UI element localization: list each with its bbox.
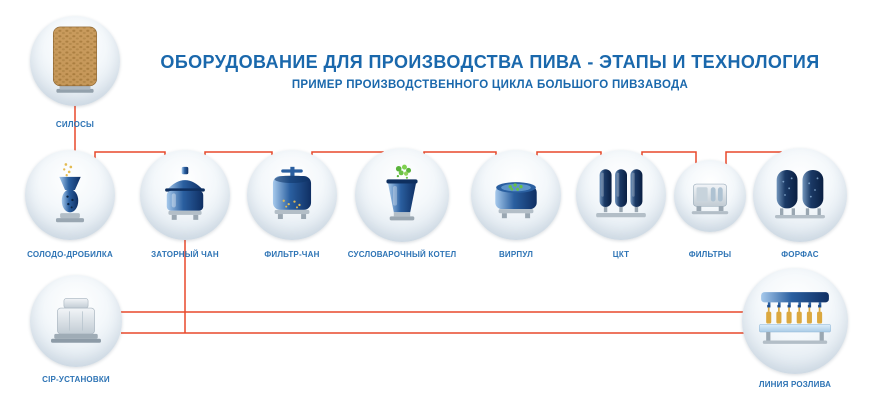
stage-label-cct: ЦКТ	[612, 250, 630, 259]
stage-label-silos: СИЛОСЫ	[55, 120, 95, 129]
stage-label-lauter-tun: ФИЛЬТР-ЧАН	[264, 250, 320, 259]
stage-circle-cip	[30, 275, 122, 367]
wort-kettle-icon	[386, 164, 418, 221]
bottling-line-icon	[759, 292, 831, 344]
filters-icon	[691, 183, 729, 215]
stage-label-wort-kettle: СУСЛОВАРОЧНЫЙ КОТЕЛ	[347, 250, 457, 259]
stage-circle-lauter-tun	[247, 150, 337, 240]
stage-circle-mash-tun	[140, 150, 230, 240]
mash-tun-icon	[165, 166, 205, 220]
malt-crusher-icon	[55, 163, 85, 223]
stage-circle-cct	[576, 150, 666, 240]
cct-tanks-icon	[596, 169, 646, 218]
cip-unit-icon	[51, 298, 101, 343]
stage-label-bottling-line: ЛИНИЯ РОЗЛИВА	[758, 380, 832, 389]
stage-label-forfas: ФОРФАС	[781, 250, 819, 259]
forfas-tanks-icon	[775, 170, 825, 219]
silo-icon	[52, 26, 98, 93]
stage-label-filters: ФИЛЬТРЫ	[688, 250, 732, 259]
stage-circle-filters	[674, 160, 746, 232]
stage-circle-whirlpool	[471, 150, 561, 240]
page-title: ОБОРУДОВАНИЕ ДЛЯ ПРОИЗВОДСТВА ПИВА - ЭТА…	[160, 52, 820, 72]
lauter-tun-icon	[272, 166, 312, 220]
stage-circle-malt-crusher	[25, 150, 115, 240]
stage-label-malt-crusher: СОЛОДО-ДРОБИЛКА	[27, 250, 113, 259]
stage-label-whirlpool: ВИРПУЛ	[498, 250, 534, 259]
stage-label-mash-tun: ЗАТОРНЫЙ ЧАН	[151, 250, 219, 259]
stage-circle-silos	[30, 16, 120, 106]
stage-circle-wort-kettle	[355, 148, 449, 242]
stage-circle-bottling-line	[742, 268, 848, 374]
stage-label-cip: CIP-УСТАНОВКИ	[42, 375, 110, 384]
whirlpool-icon	[495, 182, 537, 219]
stage-circle-forfas	[753, 148, 847, 242]
page-subtitle: ПРИМЕР ПРОИЗВОДСТВЕННОГО ЦИКЛА БОЛЬШОГО …	[291, 79, 689, 91]
